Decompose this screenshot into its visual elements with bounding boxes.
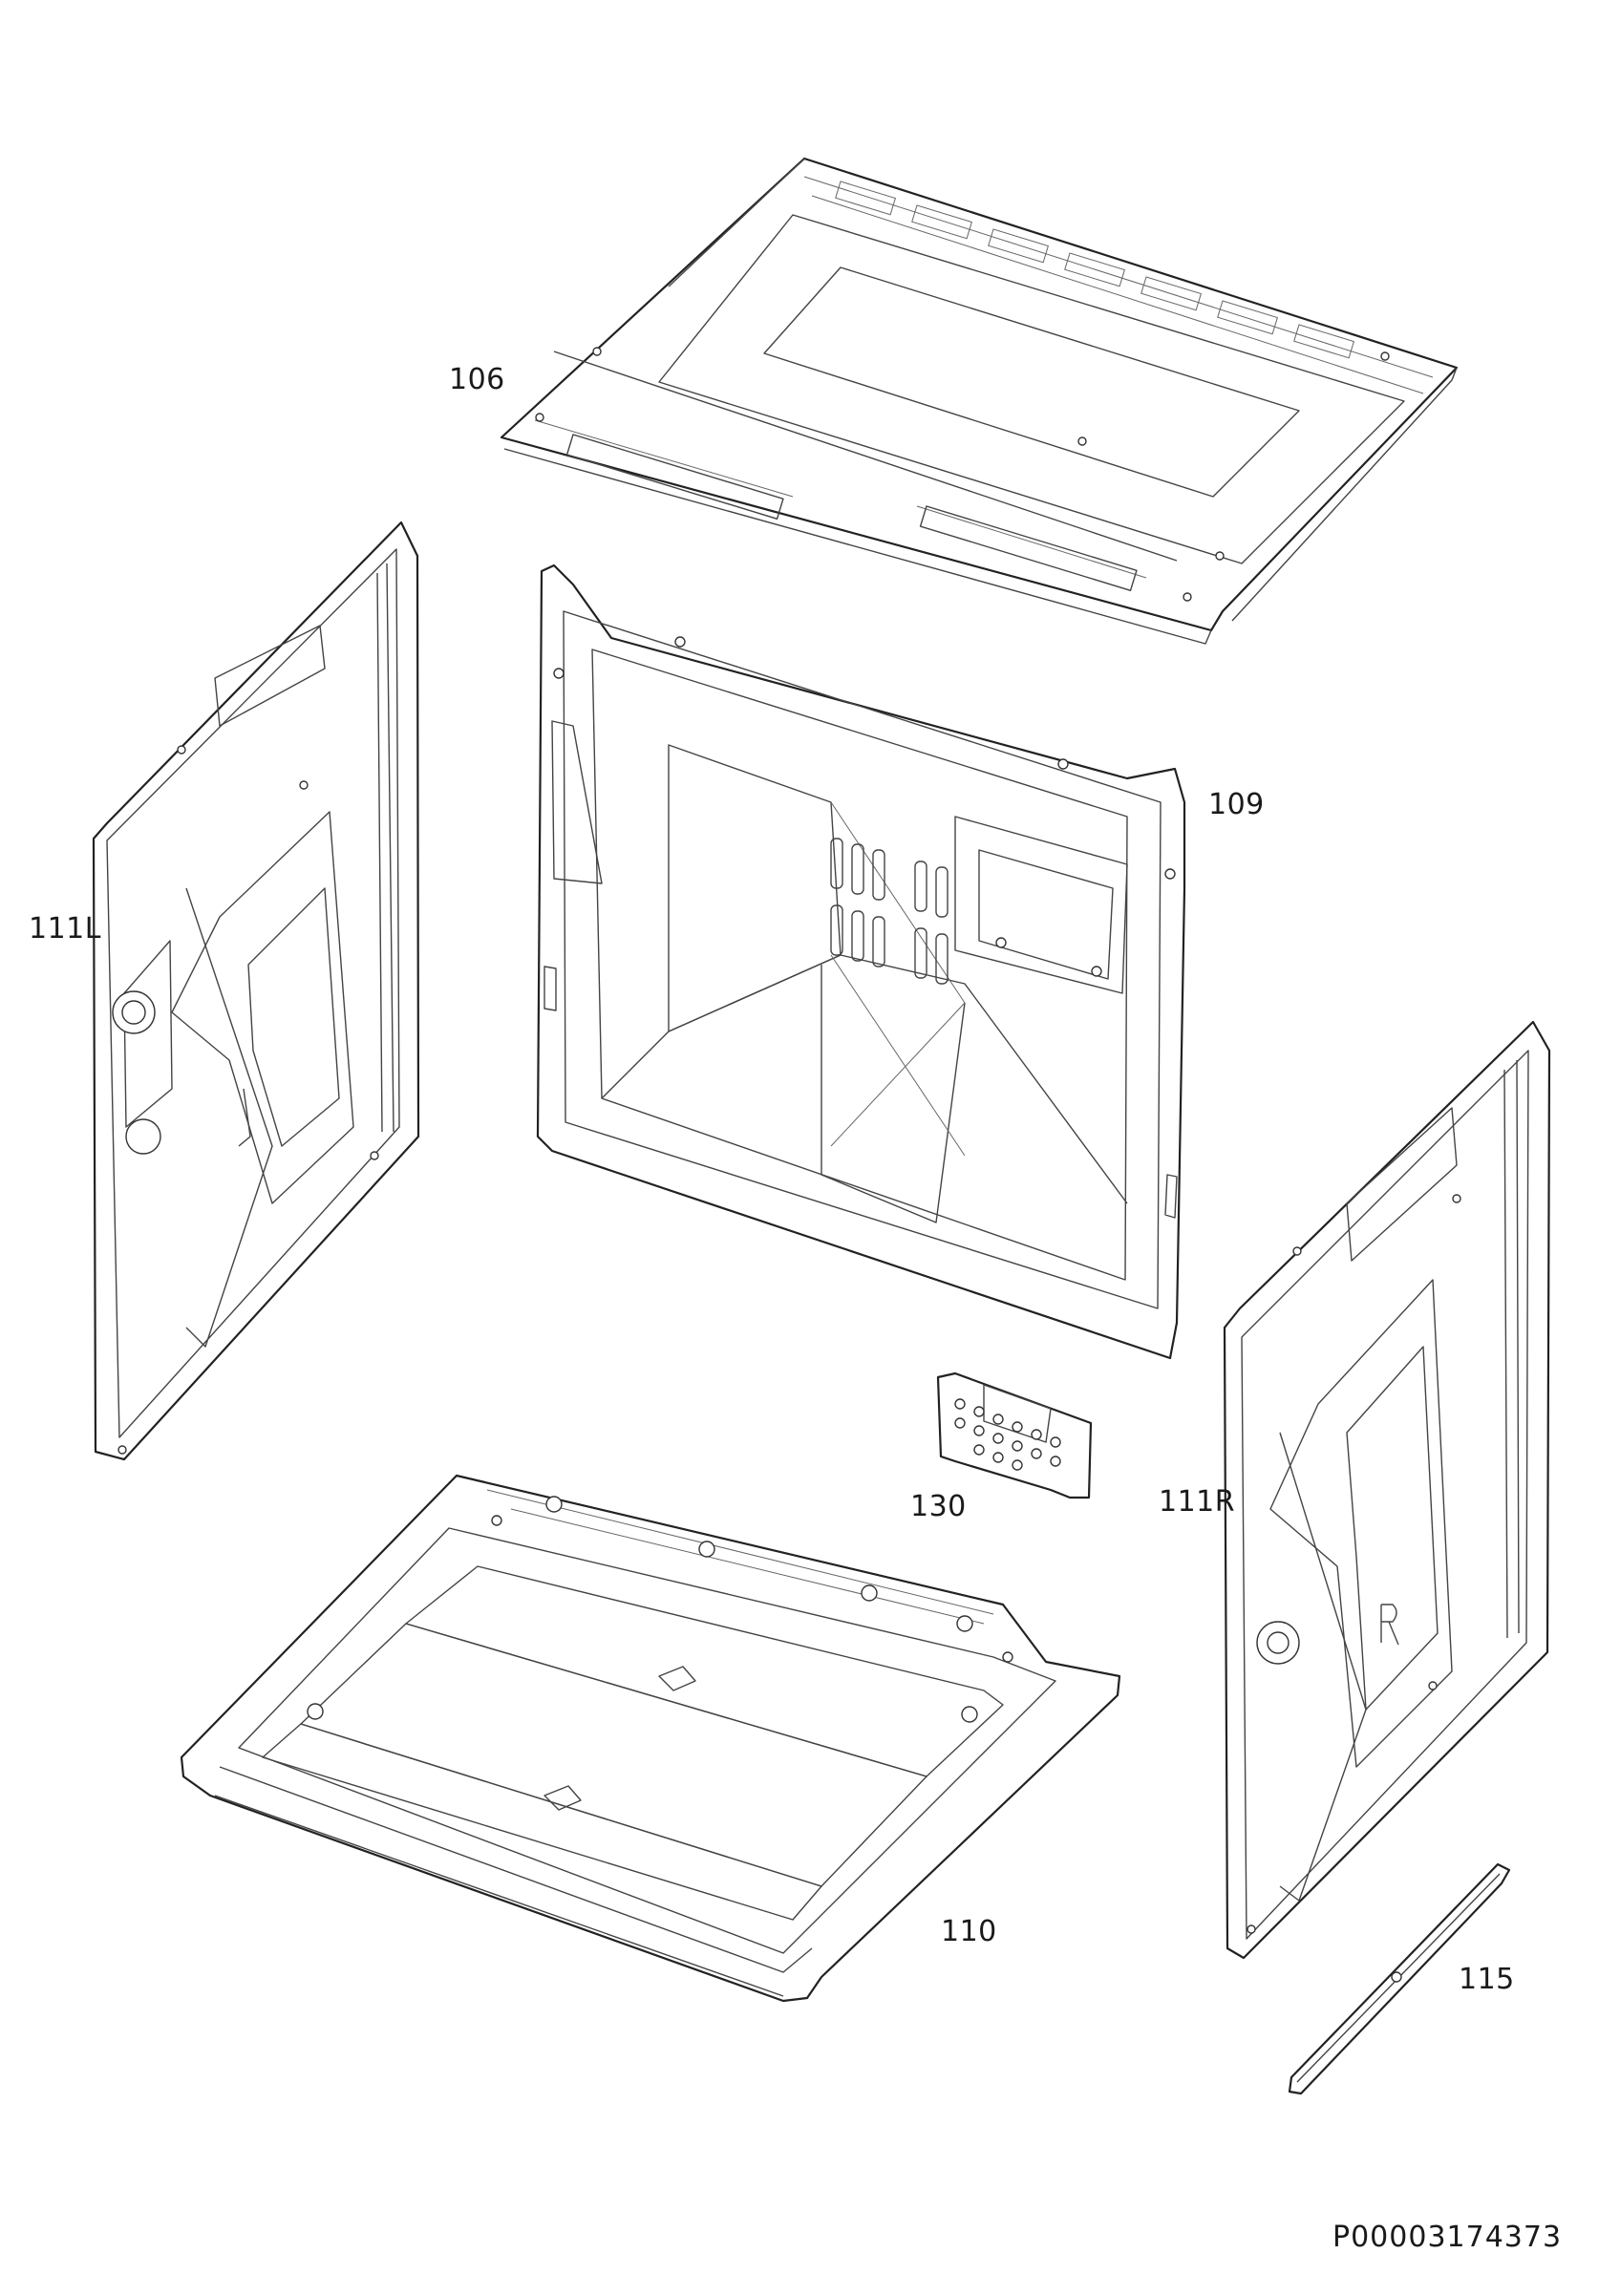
part-label-109: 109 xyxy=(1208,788,1265,821)
part-110-bottom-panel[interactable] xyxy=(180,1474,1121,2003)
part-111L-left-side-panel[interactable] xyxy=(92,521,420,1461)
part-label-115: 115 xyxy=(1459,1963,1515,1996)
part-label-111L: 111L xyxy=(29,912,101,946)
document-id: P00003174373 xyxy=(1332,2221,1563,2254)
part-111R-right-side-panel[interactable] xyxy=(1223,1020,1551,1960)
part-label-106: 106 xyxy=(449,363,505,396)
part-label-111R: 111R xyxy=(1159,1485,1236,1519)
part-115-rail[interactable] xyxy=(1288,1862,1511,2095)
part-label-110: 110 xyxy=(941,1915,997,1948)
part-109-back-panel[interactable] xyxy=(536,563,1186,1360)
part-label-130: 130 xyxy=(910,1490,967,1523)
part-130-bracket[interactable] xyxy=(936,1371,1093,1499)
part-106-top-panel[interactable] xyxy=(500,157,1459,645)
